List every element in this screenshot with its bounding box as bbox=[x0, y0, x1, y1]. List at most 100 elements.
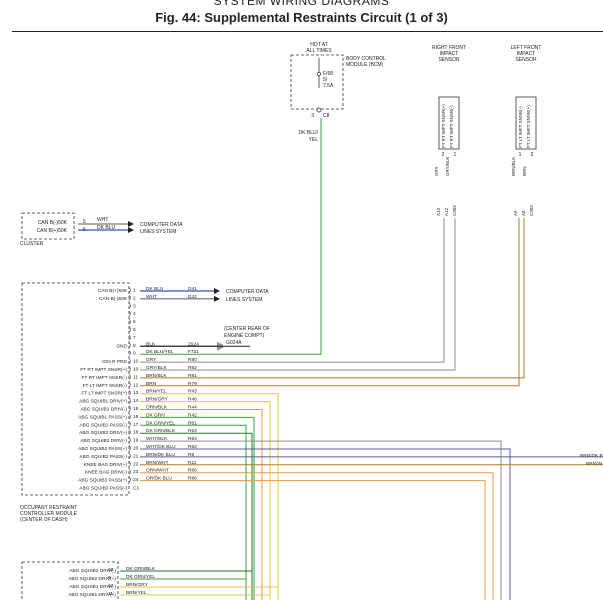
circuit-number: R44 bbox=[188, 405, 197, 411]
orc-signal: FT LT IMPT SNSR(+) bbox=[81, 391, 127, 397]
right-impact-sensor-box bbox=[438, 96, 460, 150]
pin-number: 1 bbox=[133, 288, 136, 294]
pin-number: 9 bbox=[108, 575, 111, 581]
circuit-number: R46 bbox=[188, 397, 197, 403]
connector-pin bbox=[128, 318, 131, 325]
wire bbox=[140, 416, 255, 600]
circuit-number: R43 bbox=[188, 389, 197, 395]
pin-number: 8 bbox=[133, 343, 136, 349]
bcm-label: MODULE (BCM) bbox=[346, 62, 384, 68]
wire-layer bbox=[78, 118, 603, 600]
wire bbox=[140, 432, 253, 600]
wire-label: BRN/DK BLU bbox=[146, 452, 175, 458]
wire-label: GRY/BLK bbox=[146, 365, 168, 371]
wire-label: WHT bbox=[97, 217, 108, 223]
wire-label: BRN/GRY bbox=[126, 582, 149, 588]
wire-label: BRN/YEL bbox=[126, 590, 147, 596]
ground-label: ENGINE COMPT) bbox=[224, 333, 265, 339]
sensor-wire bbox=[140, 218, 525, 379]
wire bbox=[140, 409, 263, 600]
pin-number: 21 bbox=[133, 453, 139, 459]
sensor-wire bbox=[140, 218, 456, 371]
orc-signal: ABG SQUIB3 PASS(+) bbox=[78, 478, 127, 484]
orc-label: CONTROLLER MODULE bbox=[20, 511, 78, 517]
wire-label: ORN/BLK bbox=[146, 405, 168, 411]
connector-pin bbox=[128, 350, 131, 356]
connector-id: C1 bbox=[133, 486, 139, 492]
wire-label: BRN bbox=[522, 166, 527, 176]
right-impact-sensor-label: IMPACT bbox=[440, 51, 459, 57]
data-arrow bbox=[128, 221, 134, 227]
cluster-signal: CAN B(+)50K bbox=[37, 228, 68, 234]
connector-id: C303 bbox=[452, 205, 457, 216]
orc-signal: CAN B(-)50K bbox=[99, 296, 128, 302]
fuse-label: 5I bbox=[323, 77, 327, 83]
circuit-number: R79 bbox=[188, 381, 197, 387]
pin-number: 22 bbox=[133, 461, 139, 467]
cluster-box bbox=[21, 212, 75, 240]
pin-number: 23 bbox=[133, 469, 139, 475]
connector-pin bbox=[128, 429, 131, 435]
circuit-number: R82 bbox=[188, 365, 197, 371]
wire-label: BRN/DK B bbox=[580, 453, 603, 459]
left-impact-sensor-box bbox=[515, 96, 537, 150]
connector-pin bbox=[128, 453, 131, 459]
connector-pin bbox=[128, 413, 131, 420]
orc-signal: ABG SQUIB2 PASS(+) bbox=[78, 446, 127, 452]
connector-id: A9 bbox=[513, 210, 518, 216]
data-arrow bbox=[214, 288, 220, 294]
connector-id: A13 bbox=[436, 207, 441, 216]
cluster-signal: CAN B(-)50K bbox=[38, 220, 68, 226]
bcm-box bbox=[290, 54, 344, 110]
pin-number: 3 bbox=[133, 303, 136, 309]
pin-number: 24 bbox=[133, 477, 139, 483]
left-impact-sensor-signal: FT LT IMPT SNSR(+) bbox=[526, 105, 531, 148]
orc-signal: ABG SQUIB2 PASS(-) bbox=[79, 454, 127, 460]
hot-at-label: HOT AT bbox=[310, 42, 328, 48]
left-impact-sensor-label: LEFT FRONT bbox=[511, 45, 542, 51]
component-layer bbox=[21, 54, 537, 601]
connector-id: A12 bbox=[444, 207, 449, 216]
wire-label: DK BLU bbox=[146, 286, 164, 292]
orc-label: (CENTER OF DASH) bbox=[20, 517, 68, 523]
pin-number: 16 bbox=[133, 414, 139, 420]
circuit-number: D42 bbox=[188, 294, 197, 300]
right-impact-sensor-signal: FT RT IMPT SNSR(-) bbox=[449, 105, 454, 148]
connector-pin bbox=[128, 287, 131, 293]
wire-label: DK GRN bbox=[146, 412, 165, 418]
destination-label: LINES SYSTEM bbox=[140, 229, 176, 235]
wire-label: GRY bbox=[146, 357, 157, 363]
bcm-label: BODY CONTROL bbox=[346, 56, 386, 62]
pin-number: 7 bbox=[133, 335, 136, 341]
left-impact-sensor-label: SENSOR bbox=[515, 57, 537, 63]
data-arrow bbox=[214, 295, 220, 302]
pin-number: 9 bbox=[133, 351, 136, 357]
circuit-number: R11 bbox=[188, 460, 197, 466]
hot-at-label: ALL TIMES bbox=[306, 48, 332, 54]
destination-label: LINES SYSTEM bbox=[226, 297, 262, 303]
right-impact-sensor-label: SENSOR bbox=[438, 57, 460, 63]
wire bbox=[140, 393, 279, 600]
orc-signal: ABG SQUIB2 DRIV(-) bbox=[80, 438, 127, 444]
circuit-number: R81 bbox=[188, 373, 197, 379]
wire bbox=[140, 440, 502, 600]
orc-signal: ABG SQUIB1 PASS(-) bbox=[79, 422, 127, 428]
ground-label: (CENTER REAR OF bbox=[224, 326, 270, 332]
sensor-wire bbox=[140, 218, 445, 363]
diagram-section: SYSTEM WIRING DIAGRAMS bbox=[213, 0, 390, 8]
right-impact-sensor-label: RIGHT FRONT bbox=[432, 45, 466, 51]
pin-number: 10 bbox=[133, 359, 139, 365]
circuit-number: Z924 bbox=[188, 341, 199, 347]
pin-number: 4 bbox=[133, 311, 136, 317]
wire-label: YEL bbox=[309, 137, 319, 143]
circuit-number: F721 bbox=[188, 349, 199, 355]
orc-signal: FT RT IMPT SNSR(+) bbox=[80, 367, 127, 373]
orc-signal: FT RT IMPT SNSR(-) bbox=[82, 375, 128, 381]
fuse-symbol bbox=[317, 72, 321, 76]
wire-label: WHT bbox=[146, 294, 157, 300]
lower-module-box bbox=[21, 561, 119, 601]
connector-pin bbox=[128, 421, 131, 428]
wire-label: DK BLU/ bbox=[299, 130, 319, 136]
fuse-label: 7.5A bbox=[323, 83, 334, 89]
lower-signal: ABG SQUIB1 DRIV(+) bbox=[68, 592, 116, 598]
